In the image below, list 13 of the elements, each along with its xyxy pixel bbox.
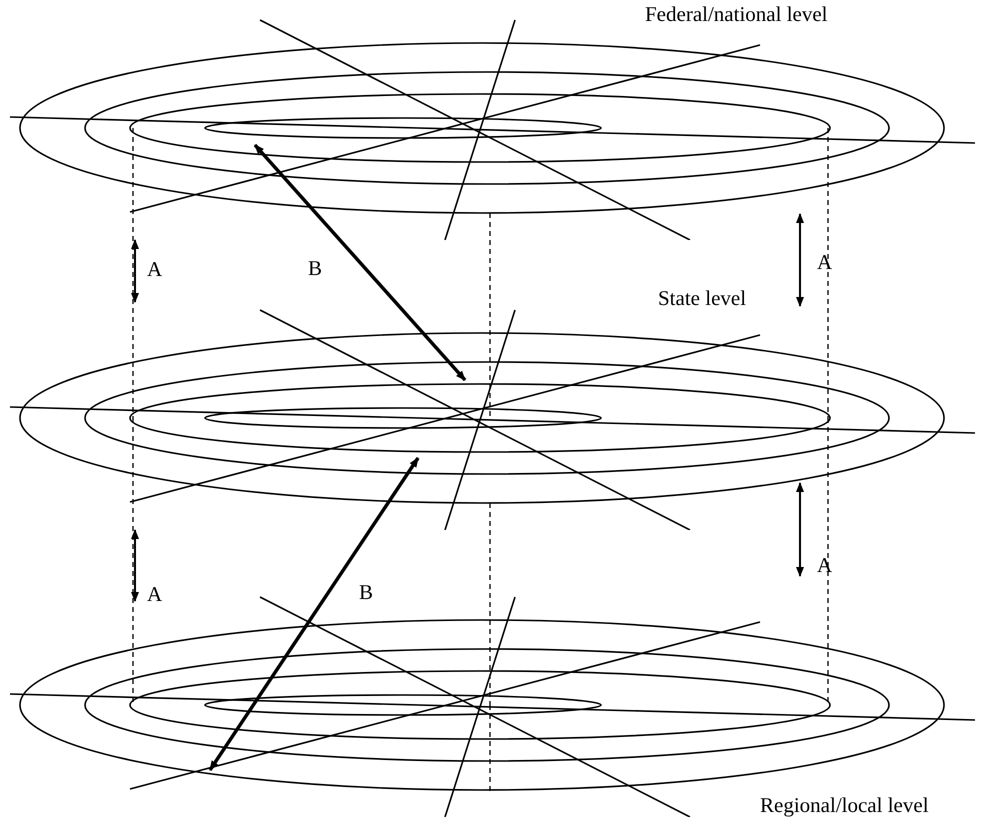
dashed-line xyxy=(489,213,491,418)
level-label: State level xyxy=(658,286,746,310)
level-label: Federal/national level xyxy=(645,2,828,26)
arrow xyxy=(208,457,420,771)
arrow xyxy=(254,144,466,382)
dashed-line xyxy=(489,503,491,705)
dimension-label: A xyxy=(147,257,162,281)
dashed-line xyxy=(132,418,134,705)
dashed-line xyxy=(827,128,829,418)
dashed-line xyxy=(827,418,829,705)
dashed-line xyxy=(132,128,134,418)
level-label: Regional/local level xyxy=(760,793,929,817)
dimension-label: A xyxy=(147,582,162,606)
